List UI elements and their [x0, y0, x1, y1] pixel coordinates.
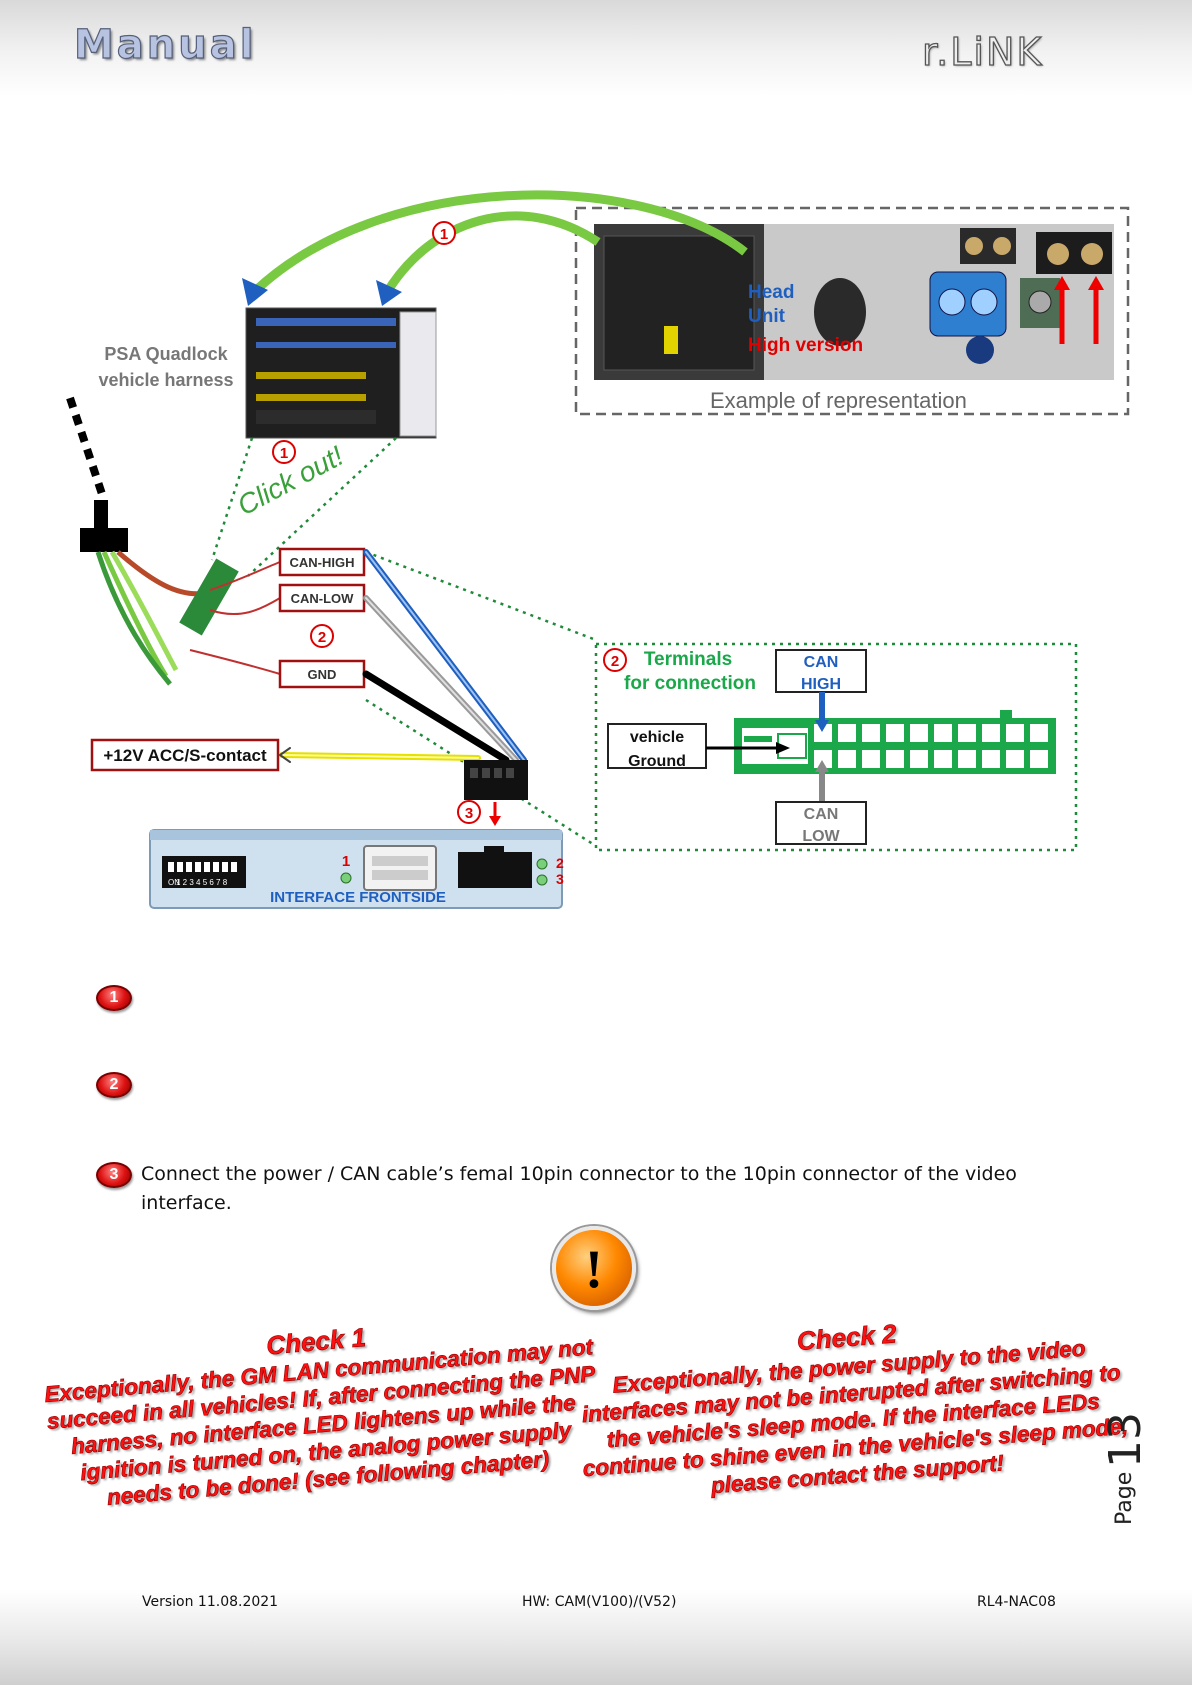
footer-hw: HW: CAM(V100)/(V52) — [522, 1594, 677, 1610]
svg-text:vehicle: vehicle — [630, 729, 684, 746]
svg-text:CAN: CAN — [804, 654, 839, 671]
svg-text:2: 2 — [318, 629, 326, 646]
footer-version: Version 11.08.2021 — [142, 1594, 279, 1610]
terminals-title-line2: for connection — [624, 673, 756, 694]
step-1-badge: 1 — [96, 985, 132, 1011]
wiring-diagram: Head Unit High version Example of repres… — [66, 190, 1130, 909]
ten-pin-socket — [458, 852, 532, 888]
harness-label-line1: PSA Quadlock — [104, 344, 228, 364]
check-2-block: Check 2 Exceptionally, the power supply … — [556, 1300, 1147, 1511]
head-unit-caption: Example of representation — [710, 388, 967, 413]
page-number: 13 — [1100, 1412, 1151, 1468]
yellow-clip — [664, 326, 678, 354]
marker-1-top — [432, 221, 456, 245]
exclamation-icon: ! — [552, 1226, 636, 1310]
footer-band — [0, 1590, 1192, 1685]
white-connector — [363, 845, 437, 891]
vehicle-cable — [66, 396, 128, 552]
marker-2-wires — [310, 624, 334, 648]
acc-label: +12V ACC/S-contact — [103, 746, 267, 765]
can-low-box — [775, 801, 867, 845]
acc-label-box — [90, 738, 280, 772]
exclamation-symbol: ! — [585, 1239, 603, 1299]
red-leader-wires — [189, 561, 281, 675]
head-unit-photo: Head Unit High version Example of repres… — [574, 206, 1130, 416]
terminals-panel: 2 Terminals for connection CAN HIGH vehi… — [594, 642, 1078, 852]
head-unit-dashed-frame — [574, 206, 1130, 416]
led-3-number: 3 — [556, 871, 564, 887]
round-connector — [814, 278, 866, 346]
can-high-label: CAN-HIGH — [290, 555, 355, 570]
can-high-label-box — [278, 547, 366, 577]
svg-text:1: 1 — [280, 445, 288, 462]
svg-text:Ground: Ground — [628, 753, 686, 770]
can-low-label: CAN-LOW — [291, 591, 355, 606]
can-high-box — [775, 649, 867, 693]
ground-box — [607, 723, 707, 769]
led-1-number: 1 — [342, 853, 350, 870]
blue-fakra — [929, 271, 1007, 337]
step-3-text: Connect the power / CAN cable’s femal 10… — [141, 1163, 1017, 1214]
step-3-badge: 3 — [96, 1162, 132, 1188]
green-arrows: 1 — [242, 190, 748, 306]
psa-harness-connector: PSA Quadlock vehicle harness 1 Click out… — [98, 307, 437, 521]
head-unit-line1: Head — [748, 282, 794, 303]
marker-2-terminals — [603, 648, 627, 672]
head-unit-line2: Unit — [748, 306, 786, 327]
check-1-block: Check 1 Exceptionally, the GM LAN commun… — [36, 1302, 608, 1516]
rlink-logo: r.LiNK — [921, 29, 1044, 74]
page-word: Page — [1112, 1471, 1137, 1525]
manual-logo: Manual — [73, 21, 257, 68]
step-2-badge: 2 — [96, 1072, 132, 1098]
gnd-label: GND — [308, 667, 337, 682]
harness-label-line2: vehicle harness — [98, 370, 233, 390]
header-band — [0, 0, 1192, 96]
svg-text:1: 1 — [440, 226, 448, 243]
ten-pin-plug: 3 — [457, 760, 528, 826]
terminals-title-line1: Terminals — [644, 649, 732, 670]
marker-1-harness — [272, 440, 296, 464]
dip-numbers: 1 2 3 4 5 6 7 8 — [176, 878, 228, 887]
head-unit-line3: High version — [748, 335, 863, 356]
svg-text:3: 3 — [465, 805, 473, 822]
marker-3-plug — [457, 800, 481, 824]
dip-on: ON — [168, 878, 180, 887]
wire-labels: CAN-HIGH CAN-LOW 2 GND +12V ACC/S-contac… — [90, 547, 366, 772]
footer-model: RL4-NAC08 — [977, 1594, 1056, 1610]
cable-bundle — [95, 550, 239, 686]
interface-label: INTERFACE FRONTSIDE — [270, 889, 446, 906]
interface-frontside: ON 1 2 3 4 5 6 7 8 1 2 3 INTERFACE FRONT… — [149, 829, 564, 909]
led-2-number: 2 — [556, 855, 564, 871]
signal-wires — [278, 549, 527, 764]
svg-text:HIGH: HIGH — [801, 676, 841, 693]
svg-text:2: 2 — [611, 653, 619, 670]
svg-text:LOW: LOW — [802, 828, 840, 845]
svg-text:CAN: CAN — [804, 806, 839, 823]
